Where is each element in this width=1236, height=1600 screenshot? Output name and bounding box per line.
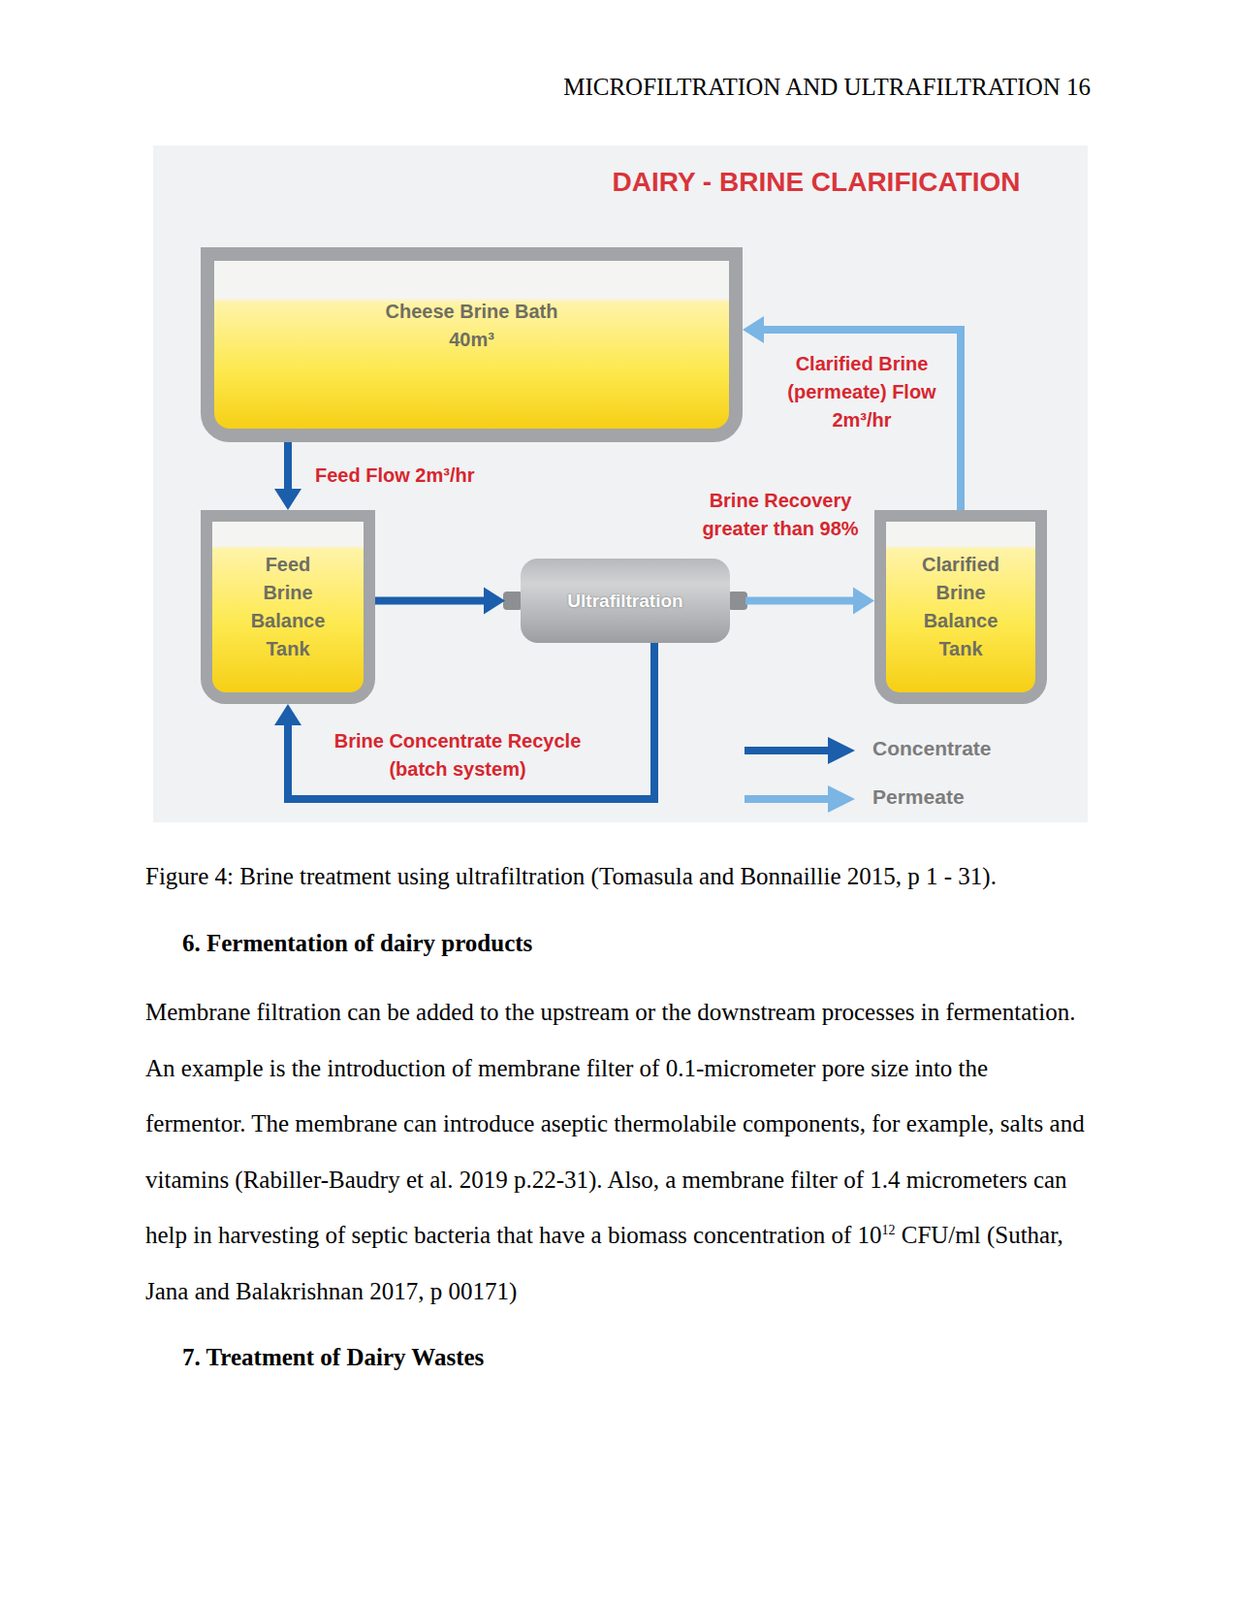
- node-text: 40m³: [448, 325, 495, 354]
- flow-label: Clarified Brine (permeate) Flow 2m³/hr: [772, 349, 951, 435]
- arrow-head: [274, 488, 302, 510]
- running-header: MICROFILTRATION AND ULTRAFILTRATION 16: [563, 59, 1091, 116]
- connector-line: [284, 442, 292, 491]
- legend-text: Concentrate: [872, 736, 992, 761]
- balance-tank: Feed Brine Balance Tank: [200, 509, 376, 704]
- node-text: Feed Brine Balance Tank: [251, 550, 326, 664]
- node-text: Cheese Brine Bath: [385, 297, 559, 326]
- balance-tank: Clarified Brine Balance Tank: [874, 509, 1047, 704]
- arrow-head: [853, 587, 875, 615]
- legend-head: [827, 785, 856, 813]
- superscript-exponent: 12: [881, 1222, 895, 1237]
- legend-head: [827, 736, 856, 764]
- flow-label: Brine Concentrate Recycle (batch system): [318, 727, 597, 784]
- connector-line: [375, 597, 486, 605]
- figure-panel: [153, 145, 1088, 823]
- flow-label: Feed Flow 2m³/hr: [312, 461, 477, 490]
- body-paragraph: Membrane filtration can be added to the …: [145, 983, 1091, 1319]
- pipe-nub: [503, 591, 523, 610]
- node-text: Clarified Brine Balance Tank: [921, 550, 1000, 664]
- flow-arrow: [745, 587, 875, 615]
- diagram-title: DAIRY - BRINE CLARIFICATION: [611, 166, 1020, 198]
- flow-arrow: [375, 587, 506, 615]
- arrow-head: [274, 703, 302, 726]
- flow-label: Brine Recovery greater than 98%: [690, 486, 871, 543]
- connector-line: [761, 329, 961, 510]
- legend-line: [744, 794, 832, 803]
- node-text: Ultrafiltration: [567, 586, 683, 615]
- connector-line: [745, 597, 856, 605]
- arrow-head: [742, 316, 764, 344]
- paragraph-text: Membrane filtration can be added to the …: [145, 998, 1085, 1248]
- section-heading: 7. Treatment of Dairy Wastes: [182, 1329, 484, 1386]
- flow-arrow: [274, 442, 302, 510]
- legend-line: [744, 746, 832, 755]
- section-heading: 6. Fermentation of dairy products: [182, 915, 533, 972]
- legend-swatch: [744, 783, 857, 815]
- arrow-head: [483, 587, 506, 615]
- brine-bath: Cheese Brine Bath40m³: [200, 247, 743, 443]
- legend-swatch: [744, 734, 857, 766]
- figure-caption: Figure 4: Brine treatment using ultrafil…: [145, 848, 1091, 905]
- ultrafiltration-module: Ultrafiltration: [520, 558, 730, 643]
- pipe-nub: [728, 591, 748, 610]
- flow-arrow: [742, 316, 961, 510]
- legend-text: Permeate: [872, 785, 965, 809]
